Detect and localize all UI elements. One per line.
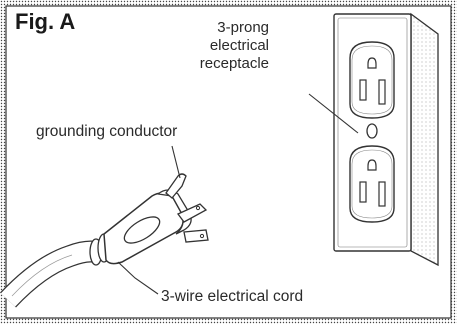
cord-leader-line: [117, 261, 159, 295]
three-prong-plug: [89, 173, 209, 266]
receptacle-label-line-3: receptacle: [199, 55, 269, 72]
receptacle-leader-line: [308, 93, 359, 134]
figure-title: Fig. A: [15, 9, 76, 34]
cover-screw: [366, 123, 378, 139]
receptacle-label-line-2: electrical: [209, 37, 269, 54]
top-outlet: [349, 41, 395, 119]
receptacle-label-line-1: 3-prong: [217, 19, 269, 36]
electrical-cord-label: 3-wire electrical cord: [161, 288, 304, 305]
electrical-cord: [0, 240, 99, 308]
grounding-conductor-label: grounding conductor: [36, 123, 178, 140]
receptacle-label: 3-prong electrical receptacle: [149, 19, 269, 73]
grounding-leader-line: [171, 145, 181, 179]
bottom-outlet: [349, 145, 395, 223]
